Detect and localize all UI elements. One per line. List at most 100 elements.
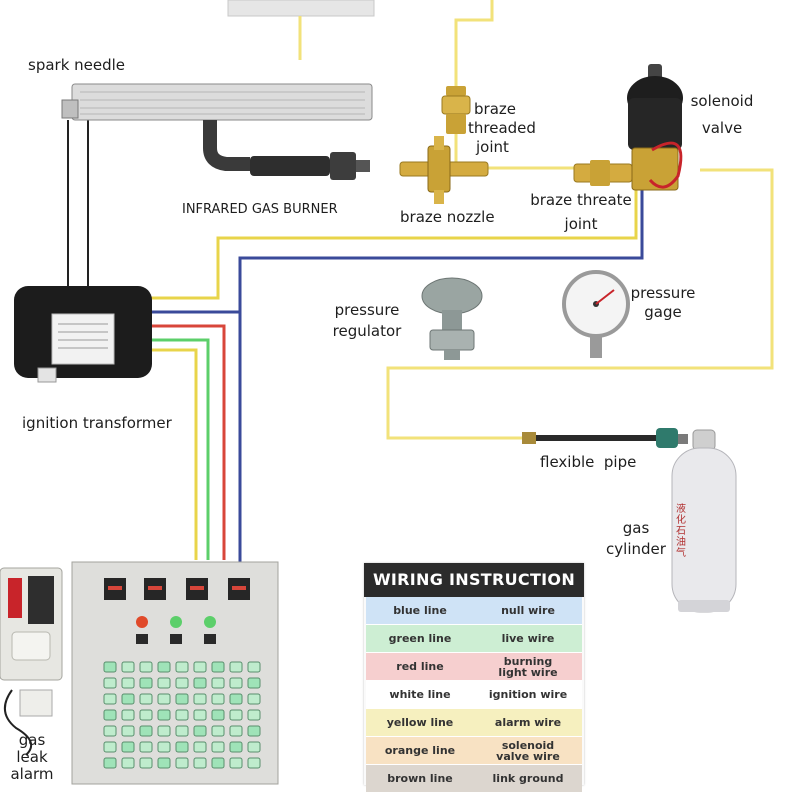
label-pressure-gage: pressure gage: [626, 284, 700, 322]
control-cabinet-part: [71, 561, 279, 785]
indicator-lamp: [229, 661, 243, 673]
indicator-lamp: [211, 757, 225, 769]
indicator-lamp: [247, 709, 261, 721]
indicator-lamp: [139, 661, 153, 673]
pressure-regulator-part: [421, 277, 483, 360]
top-panel: [227, 0, 375, 17]
label-line: joint: [564, 215, 598, 233]
indicator-lamp: [193, 757, 207, 769]
indicator-lamp: [103, 709, 117, 721]
pressure-gage-part: [562, 270, 630, 358]
wiring-wire-function: ignition wire: [488, 688, 568, 701]
indicator-lamp: [139, 677, 153, 689]
wiring-wire-function: null wire: [501, 604, 555, 617]
label-line: joint: [476, 138, 509, 156]
indicator-lamp: [175, 693, 189, 705]
indicator-lamp: [247, 757, 261, 769]
green-wire: [150, 338, 210, 560]
indicator-lamp: [175, 709, 189, 721]
label-line: braze threate: [530, 191, 632, 209]
label-line: pressure: [334, 301, 400, 319]
indicator-lamp: [139, 709, 153, 721]
indicator-lamp: [103, 661, 117, 673]
label-line: pressure: [630, 284, 696, 302]
indicator-lamp: [211, 677, 225, 689]
indicator-lamp: [247, 725, 261, 737]
braze-threaded-joint-right-part: [573, 160, 633, 186]
indicator-lamp: [247, 693, 261, 705]
indicator-lamp: [193, 709, 207, 721]
label-pressure-regulator: pressure regulator: [328, 300, 406, 342]
indicator-lamp: [193, 741, 207, 753]
indicator-lamp: [193, 677, 207, 689]
indicator-lamp: [211, 709, 225, 721]
indicator-lamp: [229, 757, 243, 769]
label-braze-threaded-joint-top: braze threaded joint: [468, 100, 536, 157]
indicator-lamp: [193, 693, 207, 705]
label-line: alarm: [10, 765, 54, 783]
wiring-wire-function: live wire: [501, 632, 555, 645]
label-line: gas: [18, 731, 46, 749]
indicator-lamp: [121, 661, 135, 673]
wiring-line-color: green line: [388, 632, 452, 645]
wiring-wire-function: burning light wire: [498, 654, 558, 679]
indicator-lamp: [157, 661, 171, 673]
braze-nozzle-part: [399, 136, 489, 204]
indicator-lamp: [175, 741, 189, 753]
indicator-lamp: [157, 757, 171, 769]
flexible-pipe-part: [522, 428, 688, 448]
indicator-lamp: [247, 677, 261, 689]
wiring-line-color: blue line: [393, 604, 447, 617]
indicator-lamp: [121, 757, 135, 769]
indicator-lamp: [247, 741, 261, 753]
indicator-lamp: [247, 661, 261, 673]
indicator-lamp: [211, 693, 225, 705]
indicator-lamp: [121, 741, 135, 753]
braze-threaded-joint-top-part: [441, 86, 471, 134]
ignition-transformer-part: [14, 286, 152, 383]
label-flexible-pipe: flexible pipe: [540, 453, 637, 471]
indicator-lamp: [103, 693, 117, 705]
wiring-line-color: yellow line: [386, 716, 454, 729]
label-spark-needle: spark needle: [28, 56, 126, 74]
wiring-instruction-table: WIRING INSTRUCTION blue line null wire gre…: [364, 563, 584, 793]
indicator-lamp: [157, 725, 171, 737]
indicator-lamp: [193, 661, 207, 673]
red-wire: [150, 324, 226, 560]
label-braze-nozzle: braze nozzle: [400, 208, 495, 226]
indicator-lamp: [175, 757, 189, 769]
indicator-lamp: [139, 741, 153, 753]
indicator-lamp: [229, 725, 243, 737]
indicator-lamp: [229, 741, 243, 753]
wiring-row: blue line null wire: [366, 597, 582, 625]
indicator-lamp: [229, 709, 243, 721]
wiring-line-color: brown line: [387, 772, 453, 785]
wiring-wire-function: solenoid valve wire: [496, 738, 560, 763]
indicator-lamp: [157, 693, 171, 705]
wiring-wire-function: alarm wire: [494, 716, 562, 729]
cylinder-print: 液化石油气: [676, 504, 686, 559]
indicator-lamp: [157, 709, 171, 721]
indicator-lamp: [103, 741, 117, 753]
wiring-table-title: WIRING INSTRUCTION: [364, 563, 584, 597]
indicator-lamp: [121, 677, 135, 689]
wiring-line-color: white line: [389, 688, 451, 701]
indicator-lamp: [157, 741, 171, 753]
indicator-lamp: [121, 709, 135, 721]
label-line: solenoid: [690, 92, 754, 110]
label-line: cylinder: [606, 540, 666, 558]
wiring-row: yellow line alarm wire: [366, 709, 582, 737]
indicator-lamp-grid: [103, 661, 261, 769]
label-line: braze: [474, 100, 516, 118]
label-infrared-gas-burner: INFRARED GAS BURNER: [182, 202, 338, 217]
indicator-lamp: [121, 693, 135, 705]
blue-wire: [150, 185, 644, 565]
wiring-row: white line ignition wire: [366, 681, 582, 709]
alarm-cable: [4, 689, 33, 756]
gas-pipe: [298, 0, 774, 440]
label-braze-threaded-joint-right: braze threate joint: [526, 188, 636, 236]
label-line: gas: [622, 519, 650, 537]
